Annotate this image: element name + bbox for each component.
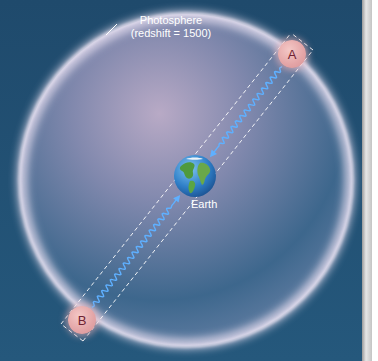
light-ray [210,67,282,158]
ray-wave [92,199,177,307]
panel [0,0,362,361]
sight-tube [61,33,313,341]
source-region: B [68,306,96,334]
ocean [174,155,216,197]
continent [197,163,210,185]
continent [180,162,195,178]
photosphere-label: Photosphere (redshift = 1500) [120,14,222,40]
arrowhead [210,150,217,158]
ice-cap [186,158,203,160]
earth-globe: Earth [173,154,217,198]
continent [189,181,196,193]
leader-line [106,24,117,35]
light-ray [92,195,180,308]
earth-icon [173,154,217,198]
arrowhead [173,195,180,203]
photosphere-glow [22,16,350,344]
region-letter: A [288,48,297,61]
ray-wave [213,67,282,153]
planet-label: Earth [191,198,217,210]
photosphere-sphere [20,14,352,346]
region-letter: B [78,314,87,327]
frame-edge [362,0,372,361]
photosphere-rim [20,14,352,346]
source-region: A [278,40,306,68]
